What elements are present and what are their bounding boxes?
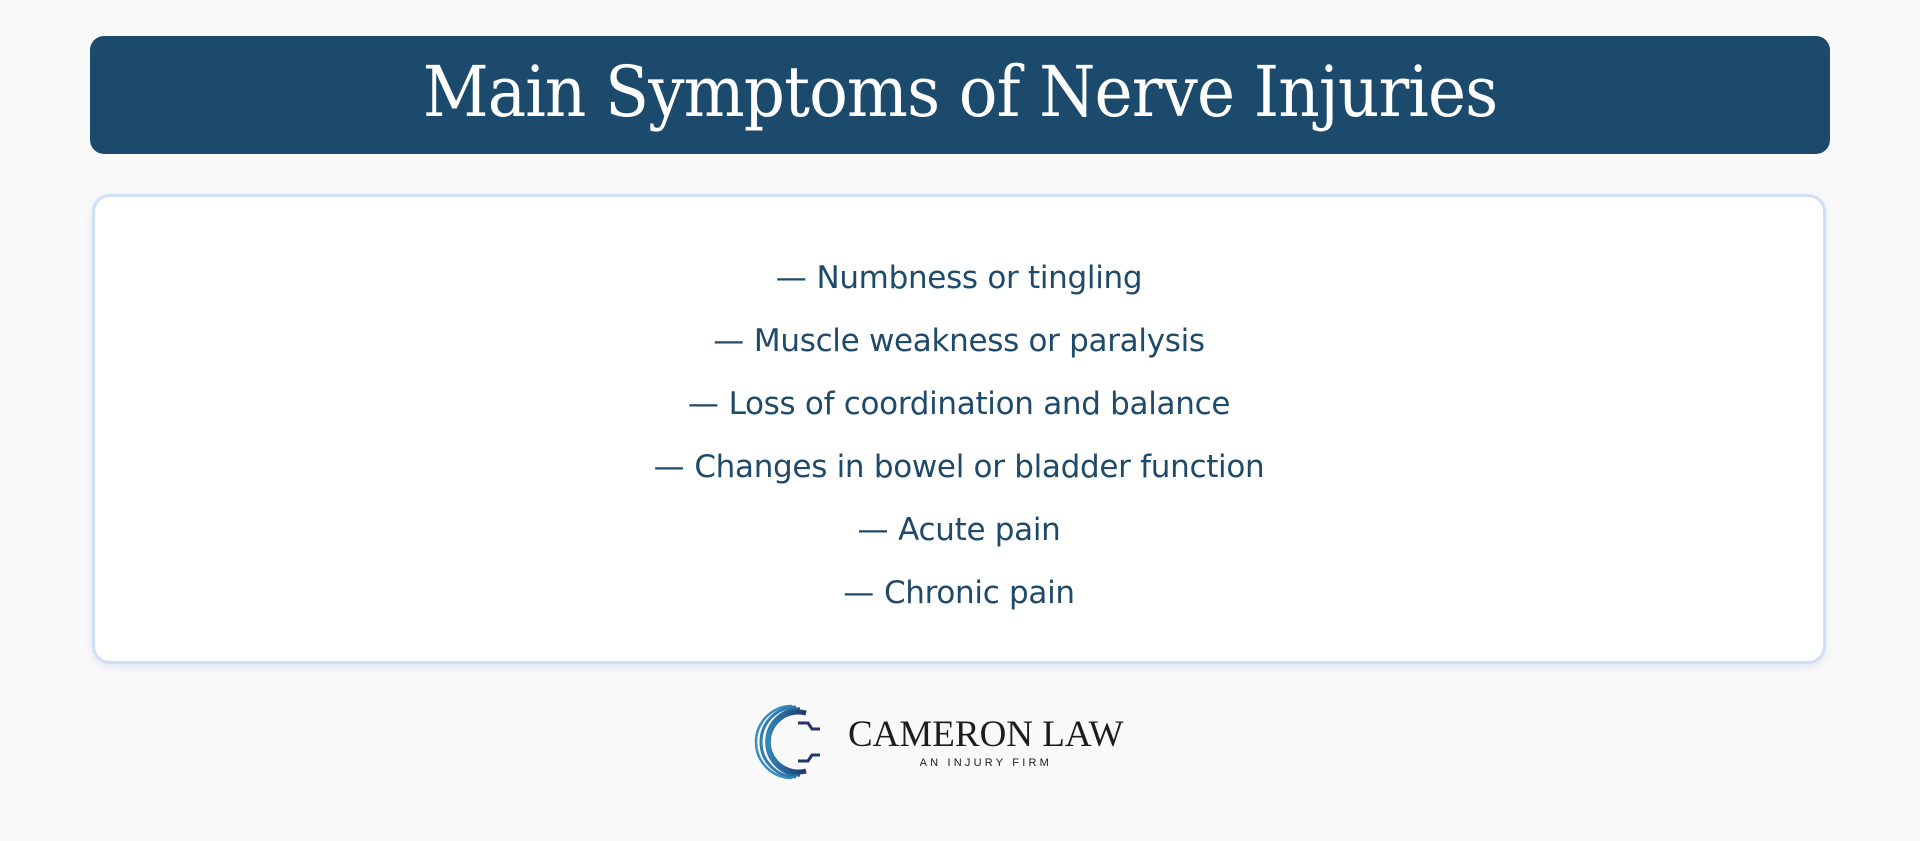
list-item: —Changes in bowel or bladder function [95, 436, 1823, 499]
symptom-text: Changes in bowel or bladder function [694, 449, 1265, 485]
cameron-law-c-icon [754, 704, 820, 780]
cameron-law-logo: CAMERON LAW AN INJURY FIRM [752, 702, 1124, 782]
list-item: —Chronic pain [95, 562, 1823, 625]
dash-bullet: — [843, 575, 874, 611]
firm-name: CAMERON LAW [848, 713, 1124, 755]
symptom-text: Muscle weakness or paralysis [753, 323, 1205, 359]
page-title: Main Symptoms of Nerve Injuries [422, 51, 1499, 133]
title-banner: Main Symptoms of Nerve Injuries [90, 36, 1830, 154]
list-item: —Numbness or tingling [95, 247, 1823, 310]
dash-bullet: — [857, 512, 889, 548]
symptom-text: Numbness or tingling [816, 260, 1143, 296]
dash-bullet: — [713, 323, 744, 359]
list-item: —Loss of coordination and balance [95, 373, 1823, 436]
symptoms-card: —Numbness or tingling —Muscle weakness o… [92, 194, 1826, 664]
firm-tagline: AN INJURY FIRM [919, 756, 1052, 769]
symptoms-list: —Numbness or tingling —Muscle weakness o… [95, 247, 1823, 625]
dash-bullet: — [687, 386, 719, 422]
logo-wordmark: CAMERON LAW AN INJURY FIRM [848, 716, 1124, 769]
symptom-text: Loss of coordination and balance [728, 386, 1231, 422]
list-item: —Acute pain [95, 499, 1823, 562]
symptom-text: Acute pain [898, 512, 1061, 548]
dash-bullet: — [653, 449, 685, 485]
list-item: —Muscle weakness or paralysis [95, 310, 1823, 373]
dash-bullet: — [775, 260, 807, 296]
symptom-text: Chronic pain [883, 575, 1075, 611]
